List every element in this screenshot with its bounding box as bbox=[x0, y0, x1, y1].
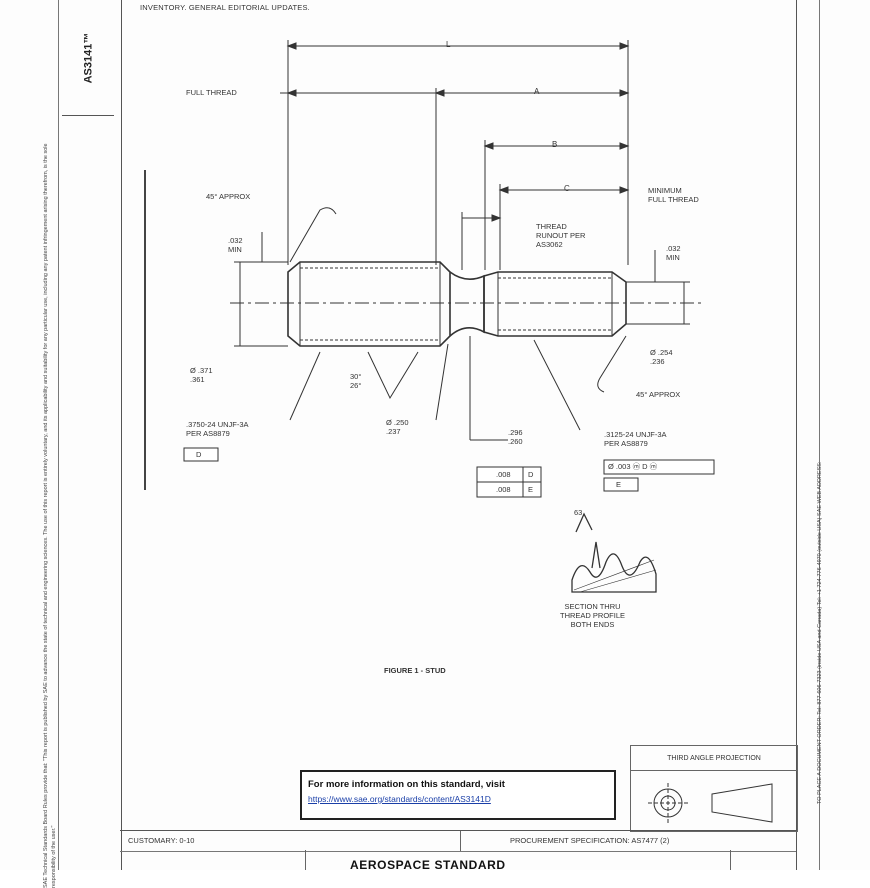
tolerance-1-ref: D bbox=[528, 470, 534, 479]
tolerance-1: .008 bbox=[496, 470, 511, 479]
label-032-right: .032 MIN bbox=[666, 244, 681, 262]
label-dia-left: Ø .371 .361 bbox=[190, 366, 213, 384]
spec-row-divider bbox=[460, 831, 461, 851]
procurement-spec: PROCUREMENT SPECIFICATION: AS7477 (2) bbox=[510, 836, 670, 845]
tolerance-2-ref: E bbox=[528, 485, 534, 494]
label-296: .296 .260 bbox=[508, 428, 523, 446]
drawing-sheet: AS3141™ SAE Technical Standards Board Ru… bbox=[43, 0, 823, 888]
label-032-left: .032 MIN bbox=[228, 236, 243, 254]
more-info-box: For more information on this standard, v… bbox=[300, 770, 616, 820]
label-45-approx-top: 45° APPROX bbox=[206, 192, 251, 201]
revision-note: INVENTORY. GENERAL EDITORIAL UPDATES. bbox=[140, 3, 310, 12]
stud-drawing bbox=[183, 40, 773, 823]
dim-B: B bbox=[552, 140, 558, 149]
standard-link[interactable]: https://www.sae.org/standards/content/AS… bbox=[308, 794, 491, 804]
title-block: AEROSPACE STANDARD bbox=[120, 850, 796, 872]
customary-units: CUSTOMARY: 0-10 bbox=[128, 836, 195, 845]
dim-C: C bbox=[564, 184, 570, 193]
projection-block: THIRD ANGLE PROJECTION bbox=[630, 745, 798, 832]
title-block-divider-right bbox=[730, 850, 731, 870]
label-thread-left: .3750-24 UNJF-3A PER AS8879 bbox=[186, 420, 249, 438]
title-block-divider-left bbox=[305, 850, 306, 870]
document-number-box: AS3141™ bbox=[62, 0, 114, 116]
surface-finish: 63 bbox=[574, 508, 583, 517]
datum-e: E bbox=[616, 480, 622, 489]
label-thread-right: .3125-24 UNJF-3A PER AS8879 bbox=[604, 430, 667, 448]
label-angle-30: 30° 26° bbox=[350, 372, 362, 390]
tolerance-2: .008 bbox=[496, 485, 511, 494]
label-section-note: SECTION THRU THREAD PROFILE BOTH ENDS bbox=[560, 602, 626, 629]
label-thread-runout: THREAD RUNOUT PER AS3062 bbox=[536, 222, 586, 249]
dim-A: A bbox=[534, 87, 540, 96]
datum-d: D bbox=[196, 450, 202, 459]
dim-L: L bbox=[446, 40, 451, 49]
label-45-approx-bottom: 45° APPROX bbox=[636, 390, 681, 399]
aerospace-standard-title: AEROSPACE STANDARD bbox=[350, 858, 506, 872]
label-full-thread: FULL THREAD bbox=[186, 88, 237, 97]
figure-caption: FIGURE 1 - STUD bbox=[384, 666, 446, 675]
change-bar bbox=[144, 170, 146, 490]
left-margin-frame bbox=[58, 0, 122, 870]
spec-row: CUSTOMARY: 0-10 PROCUREMENT SPECIFICATIO… bbox=[120, 830, 796, 852]
label-dia-mid: Ø .250 .237 bbox=[386, 418, 409, 436]
label-dia-right: Ø .254 .236 bbox=[650, 348, 673, 366]
projection-label: THIRD ANGLE PROJECTION bbox=[631, 746, 797, 771]
more-info-title: For more information on this standard, v… bbox=[308, 779, 505, 790]
right-margin-frame bbox=[796, 0, 820, 870]
feature-control-frame: Ø .003 ⓜ D ⓜ bbox=[608, 462, 658, 471]
label-min-full-thread: MINIMUM FULL THREAD bbox=[648, 186, 699, 204]
